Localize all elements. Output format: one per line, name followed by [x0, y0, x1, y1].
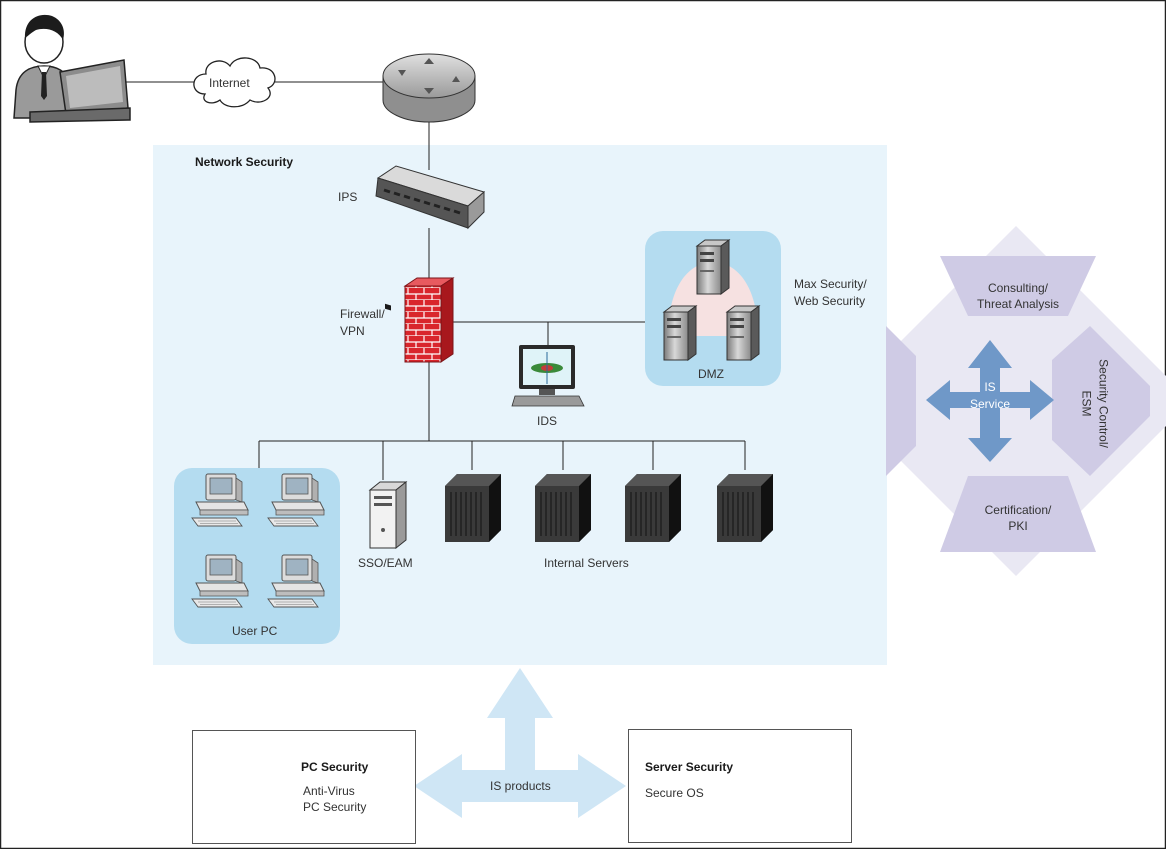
- dmz-label: DMZ: [698, 367, 724, 381]
- server-tower-icon: [663, 305, 697, 361]
- max-security-label-line2: Web Security: [794, 294, 866, 308]
- network-security-title: Network Security: [195, 155, 294, 169]
- sso-eam-label: SSO/EAM: [358, 556, 413, 570]
- rack-server-icon: [716, 473, 774, 543]
- certification-label-line2: PKI: [1008, 519, 1028, 533]
- is-products-arrow: [414, 668, 626, 818]
- bidirectional-arrows-icon: [926, 340, 1054, 462]
- pc-security-box: PC Security Anti-Virus PC Security: [192, 730, 416, 844]
- ips-label: IPS: [338, 190, 358, 204]
- server-security-title: Server Security: [645, 760, 734, 774]
- firewall-icon: [403, 277, 455, 363]
- ids-label: IDS: [537, 414, 558, 428]
- internet-label: Internet: [209, 76, 250, 90]
- server-tower-icon: [368, 480, 408, 550]
- user-pc-label: User PC: [232, 624, 278, 638]
- rack-server-icon: [534, 473, 592, 543]
- connection-lines: [125, 81, 746, 480]
- is-service-label-line1: IS: [984, 380, 996, 394]
- is-products-label: IS products: [490, 779, 551, 793]
- max-security-label-line1: Max Security/: [794, 277, 867, 291]
- security-control-label-line1: Security Control/: [1096, 359, 1111, 448]
- internal-servers-label: Internal Servers: [544, 556, 629, 570]
- certification-label-line1: Certification/: [984, 503, 1052, 517]
- is-service-label-line2: Service: [969, 397, 1010, 411]
- cloud-icon: [193, 57, 276, 108]
- firewall-label-line2: VPN: [340, 324, 365, 338]
- server-tower-icon: [726, 305, 760, 361]
- monitor-icon: [511, 345, 585, 407]
- pc-security-line2: PC Security: [303, 800, 367, 814]
- firewall-label-line1: Firewall/: [340, 307, 385, 321]
- switch-icon: [375, 165, 486, 311]
- server-security-box: Server Security Secure OS: [628, 729, 852, 843]
- pc-security-line1: Anti-Virus: [303, 784, 355, 798]
- server-tower-icon: [696, 239, 730, 295]
- rack-server-icon: [624, 473, 682, 543]
- security-control-label-line2: ESM: [1079, 390, 1094, 417]
- user-laptop-icon: [13, 14, 131, 123]
- consulting-label-line2: Threat Analysis: [976, 297, 1060, 311]
- consulting-label-line1: Consulting/: [987, 281, 1049, 295]
- pc-security-title: PC Security: [301, 760, 369, 774]
- router-icon: [382, 53, 476, 123]
- server-security-line1: Secure OS: [645, 786, 704, 800]
- rack-server-icon: [444, 473, 502, 543]
